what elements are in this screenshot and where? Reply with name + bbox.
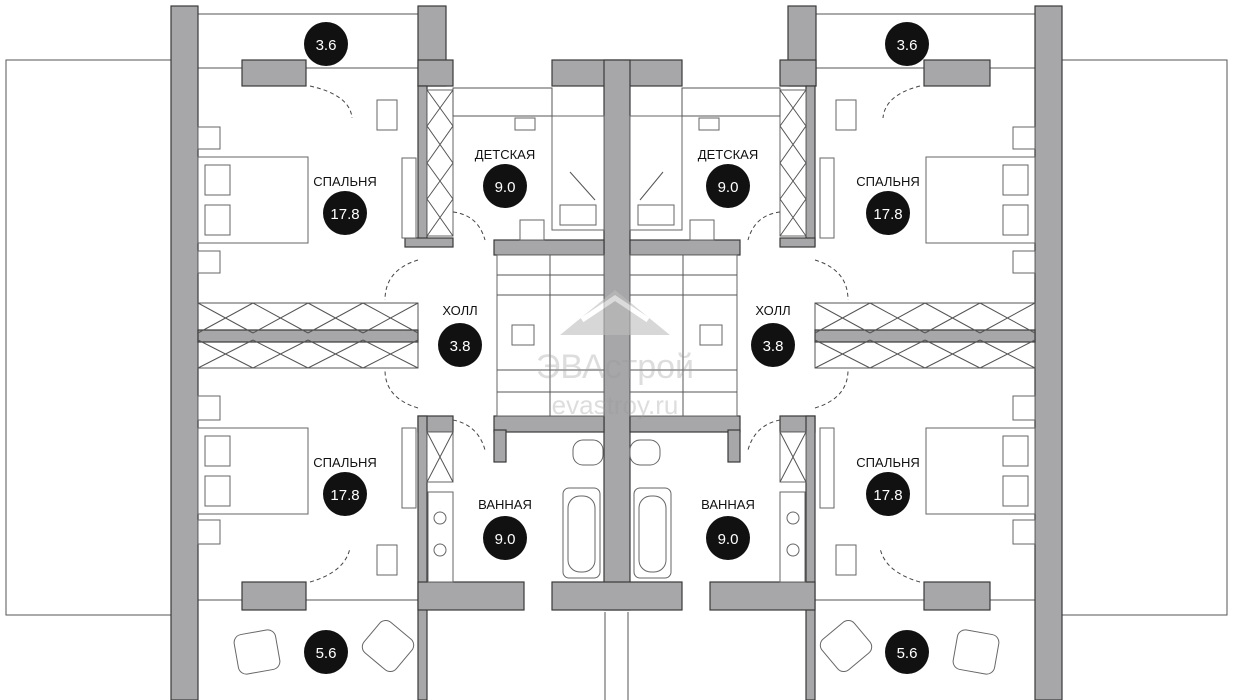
kids-furniture	[376, 87, 857, 576]
room-label-l-bath: ВАННАЯ	[478, 497, 532, 512]
area-badges: 3.6 3.6 17.8 17.8 9.0 9.0 3.8 3.8 17.8 1…	[304, 22, 929, 674]
room-label-r-hall: ХОЛЛ	[755, 303, 790, 318]
watermark-site: evastroy.ru	[552, 390, 679, 420]
beds	[197, 126, 1036, 545]
bathroom-fixtures	[427, 439, 806, 583]
svg-text:5.6: 5.6	[897, 645, 918, 662]
balcony-chairs	[233, 619, 1000, 675]
watermark-brand: ЭВАстрой	[536, 348, 694, 386]
svg-text:17.8: 17.8	[873, 487, 902, 504]
svg-text:17.8: 17.8	[873, 206, 902, 223]
room-labels: СПАЛЬНЯ СПАЛЬНЯ ДЕТСКАЯ ДЕТСКАЯ ХОЛЛ ХОЛ…	[313, 147, 920, 512]
room-label-br-bedroom: СПАЛЬНЯ	[856, 455, 920, 470]
room-label-tl-bedroom: СПАЛЬНЯ	[313, 174, 377, 189]
walls	[170, 5, 1063, 700]
area-badge-l-hall: 3.8	[438, 323, 482, 367]
area-badge-tr-bedroom: 17.8	[866, 191, 910, 235]
svg-text:9.0: 9.0	[718, 179, 739, 196]
svg-text:9.0: 9.0	[718, 531, 739, 548]
area-badge-br-balcony: 5.6	[885, 630, 929, 674]
svg-text:5.6: 5.6	[316, 645, 337, 662]
area-badge-l-bath: 9.0	[483, 516, 527, 560]
room-label-l-kids: ДЕТСКАЯ	[475, 147, 535, 162]
watermark: ЭВАстрой evastroy.ru	[536, 290, 694, 420]
room-label-r-bath: ВАННАЯ	[701, 497, 755, 512]
area-badge-bl-bedroom: 17.8	[323, 472, 367, 516]
staircase	[496, 254, 738, 417]
svg-text:17.8: 17.8	[330, 206, 359, 223]
left-terrace-outline	[5, 59, 172, 616]
area-badge-tr-balcony: 3.6	[885, 22, 929, 66]
svg-text:3.8: 3.8	[450, 338, 471, 355]
area-badge-tl-bedroom: 17.8	[323, 191, 367, 235]
svg-text:9.0: 9.0	[495, 531, 516, 548]
area-badge-bl-balcony: 5.6	[304, 630, 348, 674]
room-label-bl-bedroom: СПАЛЬНЯ	[313, 455, 377, 470]
room-label-r-kids: ДЕТСКАЯ	[698, 147, 758, 162]
room-label-tr-bedroom: СПАЛЬНЯ	[856, 174, 920, 189]
right-terrace-outline	[1061, 59, 1228, 616]
area-badge-l-kids: 9.0	[483, 164, 527, 208]
room-label-l-hall: ХОЛЛ	[442, 303, 477, 318]
area-badge-r-bath: 9.0	[706, 516, 750, 560]
area-badge-br-bedroom: 17.8	[866, 472, 910, 516]
svg-text:17.8: 17.8	[330, 487, 359, 504]
area-badge-r-kids: 9.0	[706, 164, 750, 208]
svg-text:9.0: 9.0	[495, 179, 516, 196]
area-badge-r-hall: 3.8	[751, 323, 795, 367]
area-badge-tl-balcony: 3.6	[304, 22, 348, 66]
svg-text:3.6: 3.6	[897, 37, 918, 54]
svg-text:3.8: 3.8	[763, 338, 784, 355]
wardrobes	[197, 89, 1036, 483]
door-swings	[309, 85, 921, 583]
svg-text:3.6: 3.6	[316, 37, 337, 54]
